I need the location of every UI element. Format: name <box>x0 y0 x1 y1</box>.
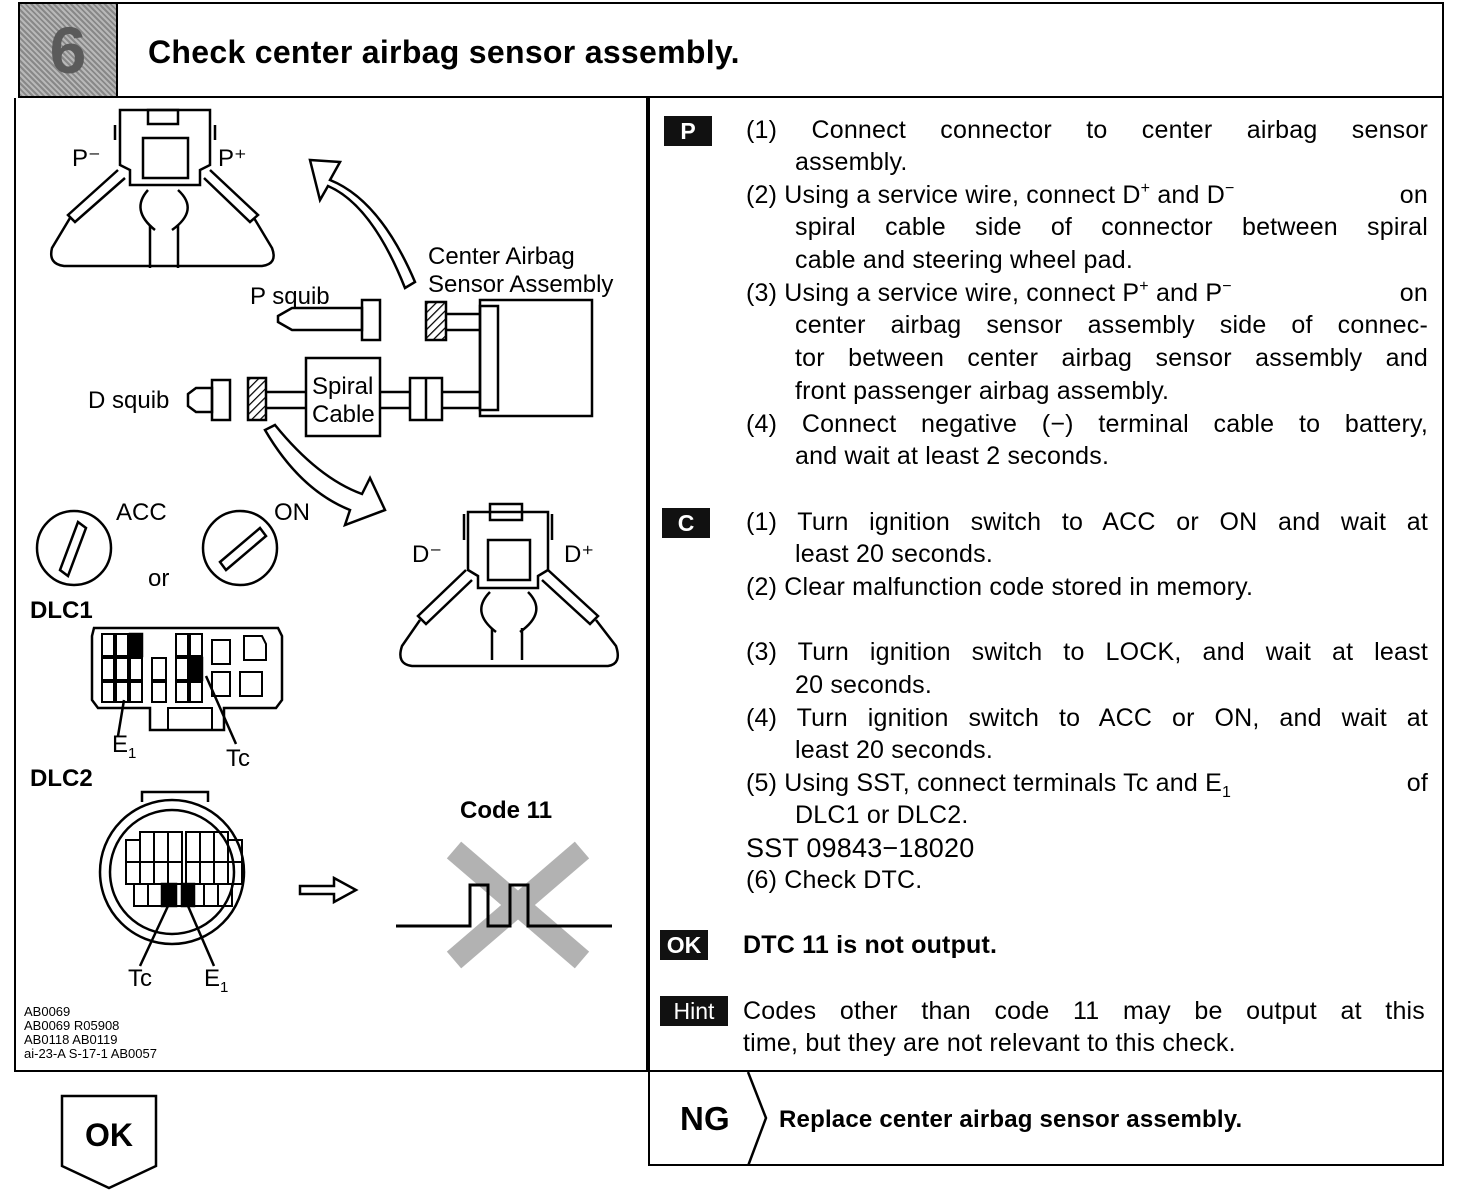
hint-line2: time, but they are not relevant to this … <box>743 1029 1236 1057</box>
p2-line2: spiral cable side of connector between s… <box>795 213 1428 241</box>
p-connector-illustration <box>50 108 275 268</box>
spiral-cable-label-line1: Spiral <box>312 373 373 400</box>
illustration-panel <box>14 98 648 1072</box>
dlc2-tc-label: Tc <box>128 965 152 992</box>
or-label: or <box>148 565 169 592</box>
p1-line2: assembly. <box>795 148 908 176</box>
p2-line3: cable and steering wheel pad. <box>795 246 1133 274</box>
page-title: Check center airbag sensor assembly. <box>148 34 740 70</box>
c1-line2: least 20 seconds. <box>795 540 993 568</box>
c1-line1: (1) Turn ignition switch to ACC or ON an… <box>746 508 1428 536</box>
ok-result-badge: OK <box>60 1094 158 1190</box>
c3-line1: (3) Turn ignition switch to LOCK, and wa… <box>746 638 1428 666</box>
p3-line3: tor between center airbag sensor assembl… <box>795 344 1428 372</box>
d-minus-label: D⁻ <box>412 541 442 568</box>
c5-line1: (5) Using SST, connect terminals Tc and … <box>746 769 1428 801</box>
p4-line2: and wait at least 2 seconds. <box>795 442 1110 470</box>
center-sensor-label-line1: Center Airbag <box>428 243 575 270</box>
ref-code: AB0118 AB0119 <box>24 1032 118 1047</box>
wiring-diagram: P⁻ P⁺ Center Airbag Sensor Assembly P sq… <box>30 108 619 996</box>
step-number: 6 <box>49 13 87 87</box>
c5-text: (5) Using SST, connect terminals Tc and … <box>746 769 1232 801</box>
p-squib-label: P squib <box>250 283 330 310</box>
ok-condition: DTC 11 is not output. <box>743 931 998 959</box>
p3-line1: (3) Using a service wire, connect P+ and… <box>746 278 1428 308</box>
sst-number: SST 09843−18020 <box>746 833 975 863</box>
dlc1-label: DLC1 <box>30 597 93 624</box>
center-sensor-label-line2: Sensor Assembly <box>428 271 613 298</box>
d-squib-label: D squib <box>88 387 169 414</box>
code-11-label: Code 11 <box>460 797 552 824</box>
dlc2-label: DLC2 <box>30 765 93 792</box>
p3-line4: front passenger airbag assembly. <box>795 377 1170 405</box>
p4-line1: (4) Connect negative (−) terminal cable … <box>746 410 1428 438</box>
hint-line1: Codes other than code 11 may be output a… <box>743 997 1425 1025</box>
p-minus-label: P⁻ <box>72 145 101 172</box>
procedure-panel <box>648 98 1444 1072</box>
p3-line2: center airbag sensor assembly side of co… <box>795 311 1428 339</box>
p3-text: (3) Using a service wire, connect P+ and… <box>746 278 1232 308</box>
d-plus-label: D⁺ <box>564 541 594 568</box>
check-tag: C <box>662 508 710 538</box>
step-number-box <box>20 4 118 96</box>
hint-tag: Hint <box>660 996 728 1026</box>
c6-line: (6) Check DTC. <box>746 866 923 894</box>
ng-label: NG <box>680 1100 730 1137</box>
c4-line1: (4) Turn ignition switch to ACC or ON, a… <box>746 704 1428 732</box>
c4-line2: least 20 seconds. <box>795 736 993 764</box>
acc-label: ACC <box>116 499 167 526</box>
p1-line1: (1) Connect connector to center airbag s… <box>746 116 1428 144</box>
ref-code: ai-23-A S-17-1 AB0057 <box>24 1046 157 1061</box>
p2-line1: (2) Using a service wire, connect D+ and… <box>746 180 1428 210</box>
ok-result-label: OK <box>85 1117 133 1153</box>
ref-code: AB0069 <box>24 1004 71 1019</box>
on-label: ON <box>274 499 310 526</box>
dlc1-e1-label: E1 <box>112 731 136 762</box>
prepare-tag: P <box>664 116 712 146</box>
p-plus-label: P⁺ <box>218 145 247 172</box>
ng-arrow-divider <box>746 1072 768 1166</box>
ng-action: Replace center airbag sensor assembly. <box>779 1106 1243 1133</box>
c2-line: (2) Clear malfunction code stored in mem… <box>746 573 1254 601</box>
dlc1-tc-label: Tc <box>226 745 250 772</box>
spiral-cable-label-line2: Cable <box>312 401 375 428</box>
ng-result-box <box>648 1072 1444 1166</box>
ok-tag: OK <box>660 930 708 960</box>
figure-reference-codes: AB0069 AB0069 R05908 AB0118 AB0119 ai-23… <box>24 1005 157 1061</box>
c3-line2: 20 seconds. <box>795 671 933 699</box>
step-header: 6 Check center airbag sensor assembly. <box>18 2 1444 98</box>
ref-code: AB0069 R05908 <box>24 1018 120 1033</box>
c5-line2: DLC1 or DLC2. <box>795 801 969 829</box>
dlc2-e1-label: E1 <box>204 965 228 996</box>
p2-text: (2) Using a service wire, connect D+ and… <box>746 180 1235 210</box>
